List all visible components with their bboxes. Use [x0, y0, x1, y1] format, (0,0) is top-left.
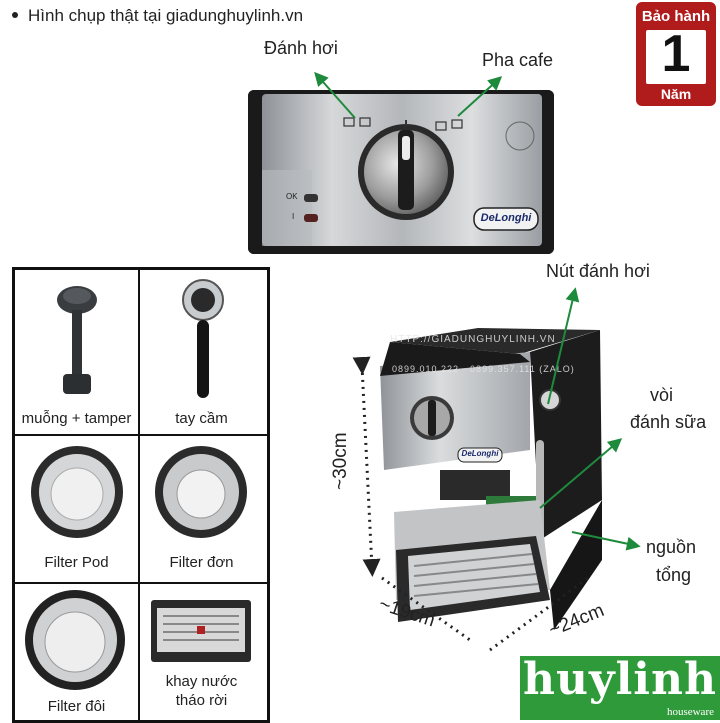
control-panel-illustration — [248, 90, 554, 254]
dim-line-height — [352, 356, 381, 577]
header-text: Hình chụp thật tại giadunghuylinh.vn — [28, 6, 304, 25]
panel-brand: DeLonghi — [480, 212, 532, 224]
power-mark: I — [292, 212, 295, 221]
accessories-grid: muỗng + tamper tay cầm Filter Pod Filter… — [12, 267, 270, 723]
filter-pod-icon — [31, 446, 123, 538]
warranty-bottom: Năm — [660, 86, 692, 102]
accessory-label-6b: tháo rời — [175, 692, 228, 709]
warranty-badge: Bảo hành 1 Năm — [636, 2, 716, 106]
callout-wand-1: vòi — [650, 385, 674, 405]
accessory-label-1: muỗng + tamper — [21, 410, 132, 427]
arrow-steam — [314, 71, 356, 119]
logo-sub: houseware — [666, 706, 714, 718]
callout-steam-knob: Nút đánh hơi — [546, 261, 650, 281]
drip-tray-icon — [151, 600, 251, 662]
callout-brew: Pha cafe — [482, 50, 554, 70]
filter-single-icon — [155, 446, 247, 538]
header-caption: Hình chụp thật tại giadunghuylinh.vn — [12, 6, 303, 26]
dim-line-width — [381, 576, 471, 642]
watermark-url: HTTP://GIADUNGHUYLINH.VN — [390, 334, 556, 345]
accessory-label-3: Filter Pod — [44, 554, 109, 571]
dim-line-depth — [489, 576, 589, 652]
logo-name: huylinh — [523, 654, 717, 705]
warranty-top: Bảo hành — [641, 8, 711, 25]
accessory-label-6: khay nước tháo rời — [140, 672, 263, 710]
filter-double-icon — [25, 590, 125, 690]
callout-power-1: nguồn — [646, 537, 697, 557]
warranty-number: 1 — [661, 25, 691, 83]
arrow-wand — [539, 438, 623, 509]
arrow-steam-knob — [547, 287, 580, 405]
control-panel-photo: OK I DeLonghi — [248, 90, 554, 254]
arrow-power — [571, 531, 641, 551]
machine-brand: DeLonghi — [461, 449, 499, 458]
bullet-icon — [12, 11, 18, 18]
accessory-label-2: tay cầm — [175, 410, 228, 427]
callout-wand-2: đánh sữa — [630, 412, 707, 432]
portafilter-icon — [182, 279, 224, 398]
tamper-icon — [57, 286, 97, 394]
accessory-label-4: Filter đơn — [169, 554, 234, 571]
watermark-phone: 0899.010.222 - 0899.357.111 (ZALO) — [392, 364, 575, 374]
brand-logo: huylinh houseware — [520, 656, 720, 720]
callout-power-2: tổng — [656, 565, 692, 585]
calendar-icon — [646, 30, 706, 84]
accessory-label-6a: khay nước — [165, 673, 238, 690]
ok-label: OK — [286, 192, 298, 201]
accessory-label-5: Filter đôi — [47, 698, 106, 715]
callout-steam: Đánh hơi — [264, 38, 338, 58]
machine-photo — [380, 328, 602, 630]
arrow-brew — [457, 76, 503, 117]
